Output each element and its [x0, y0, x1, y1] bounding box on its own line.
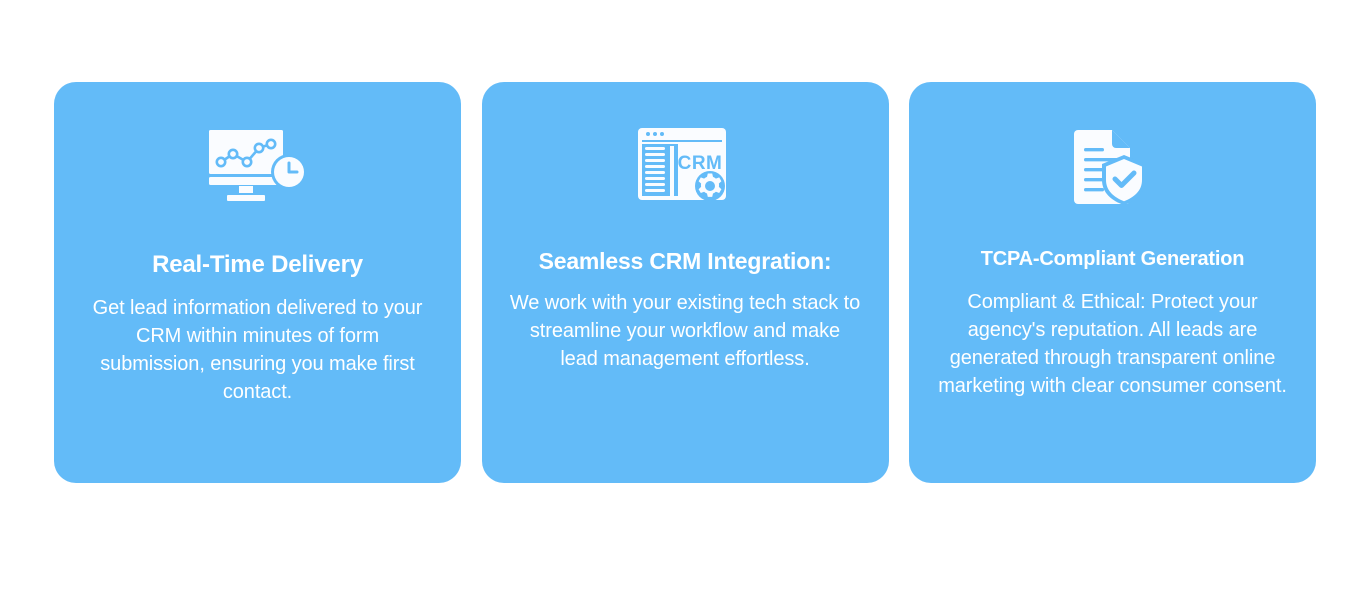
feature-card-tcpa-compliant[interactable]: TCPA-Compliant Generation Compliant & Et…: [909, 82, 1316, 483]
document-shield-check-icon: [1058, 124, 1168, 208]
monitor-chart-clock-icon: [203, 124, 313, 208]
crm-window-gear-icon: CRM: [630, 124, 740, 208]
card-body: We work with your existing tech stack to…: [509, 291, 861, 370]
card-title: Seamless CRM Integration:: [538, 248, 832, 274]
card-title: TCPA-Compliant Generation: [980, 248, 1245, 270]
card-title: Real-Time Delivery: [152, 251, 363, 278]
card-body: Compliant & Ethical: Protect your agency…: [938, 291, 1287, 397]
feature-cards-row: Real-Time Delivery Get lead information …: [54, 82, 1316, 483]
feature-card-crm-integration[interactable]: CRM Seamless CRM Integration: We work wi…: [481, 82, 889, 483]
card-body: Get lead information delivered to your C…: [92, 297, 423, 403]
svg-text:CRM: CRM: [678, 153, 723, 174]
feature-card-real-time-delivery[interactable]: Real-Time Delivery Get lead information …: [54, 82, 461, 483]
